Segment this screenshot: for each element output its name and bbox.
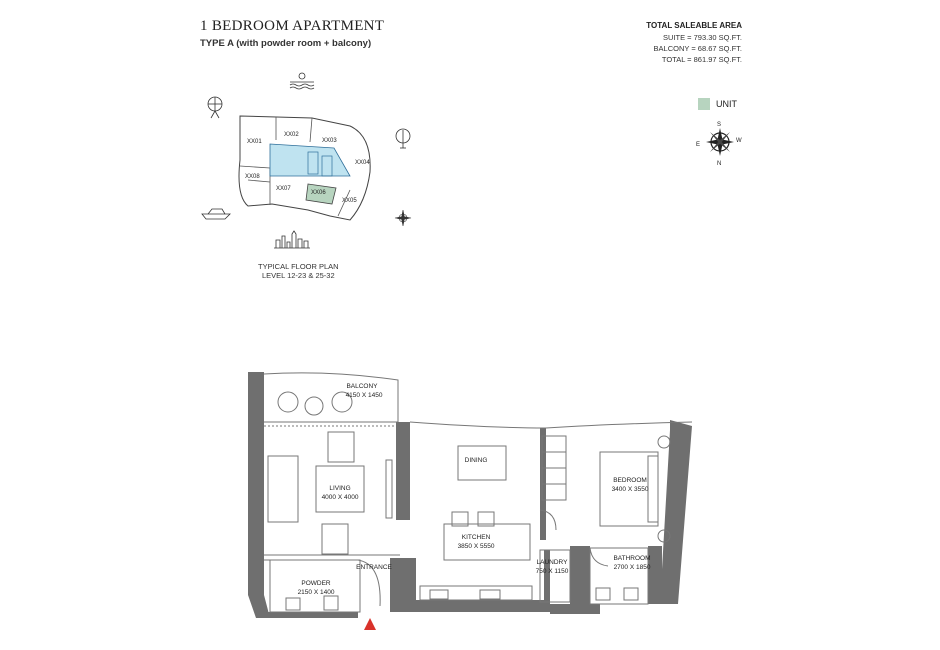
highlighted-unit-area [269,143,351,177]
unit-legend-swatch [698,98,710,110]
floor-plan: BALCONY 4150 X 1450 LIVING 4000 X 4000 D… [248,372,693,630]
compass-e-label: E [696,142,700,148]
room-name-laundry: LAUNDRY [537,559,569,566]
compass-n-label: N [717,161,721,166]
unit-label: XX08 [245,174,260,180]
room-name-kitchen: KITCHEN [462,534,491,541]
unit-label: XX03 [322,138,337,144]
room-dims-laundry: 750 X 1150 [536,568,569,575]
page-title: 1 BEDROOM APARTMENT [200,18,385,34]
unit-label: XX04 [355,160,370,166]
room-dims-bedroom: 3400 X 3550 [612,486,649,493]
floor-plan-caption: TYPICAL FLOOR PLAN LEVEL 12-23 & 25-32 [258,262,339,280]
ferris-wheel-icon [207,96,223,119]
skyline-icon [274,230,310,249]
unit-label: XX01 [247,139,262,145]
compass-rose-icon: S E W N [696,122,742,166]
area-heading: TOTAL SALEABLE AREA [646,21,742,30]
floor-plan-caption-line2: LEVEL 12-23 & 25-32 [261,271,335,280]
compass-w-label: W [736,138,742,144]
small-compass-icon [394,209,412,227]
room-name-entrance: ENTRANCE [356,564,392,571]
room-dims-kitchen: 3850 X 5550 [458,543,495,550]
unit-label: XX07 [276,186,291,192]
unit-xx06-area [305,183,337,205]
unit-legend-label: UNIT [716,99,737,109]
unit-label: XX02 [284,132,299,138]
entrance-marker-icon [364,618,376,630]
floor-plan-caption-line1: TYPICAL FLOOR PLAN [258,262,339,271]
key-plan: XX01 XX02 XX03 XX04 XX05 XX06 XX07 XX08 [201,72,412,249]
room-name-dining: DINING [465,457,488,464]
kitchen-island-icon [443,523,531,561]
room-dims-balcony: 4150 X 1450 [346,392,383,399]
room-name-powder: POWDER [301,580,331,587]
page-subtitle: TYPE A (with powder room + balcony) [200,38,372,49]
tower-icon [395,128,411,149]
unit-label: XX06 [311,190,326,196]
room-name-living: LIVING [329,485,350,492]
room-name-bathroom: BATHROOM [613,555,650,562]
sea-icon [289,72,315,90]
yacht-icon [201,208,231,220]
unit-label: XX05 [342,198,357,204]
area-total: TOTAL = 861.97 SQ.FT. [661,55,742,64]
room-name-balcony: BALCONY [346,383,378,390]
dining-table-icon [457,445,507,481]
room-dims-living: 4000 X 4000 [322,494,359,501]
room-name-bedroom: BEDROOM [613,477,647,484]
room-dims-bathroom: 2700 X 1850 [614,564,651,571]
compass-s-label: S [717,122,721,128]
room-dims-powder: 2150 X 1400 [298,589,335,596]
area-balcony: BALCONY = 68.67 SQ.FT. [653,44,742,53]
area-suite: SUITE = 793.30 SQ.FT. [663,33,742,42]
